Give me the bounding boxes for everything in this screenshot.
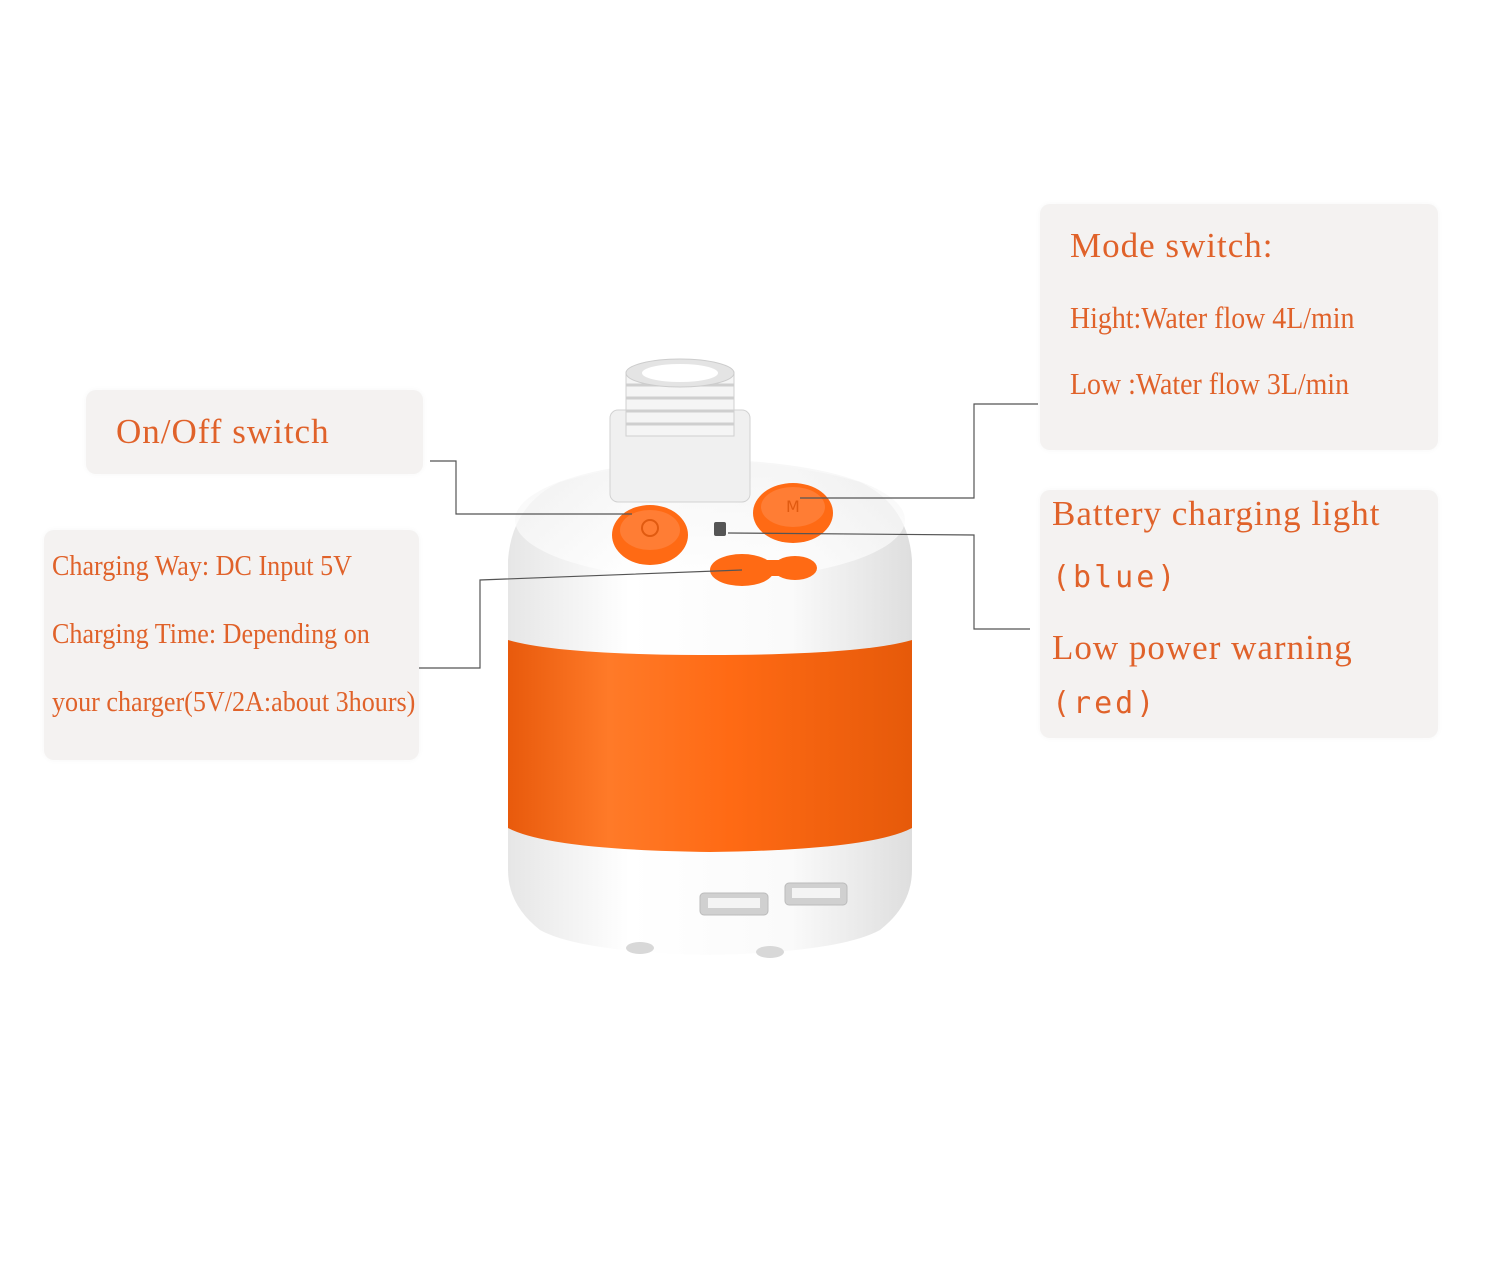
leader-charging [412,569,743,669]
charging-time-text: Charging Time: Depending on [52,618,370,650]
battery-charging-light-label: Battery charging light [1052,494,1381,533]
leader-lights [727,532,1030,630]
battery-charging-light-color: (blue) [1052,560,1179,595]
device-base [508,820,912,955]
power-button[interactable] [612,505,688,565]
charging-callout: Charging Way: DC Input 5V Charging Time:… [44,530,419,760]
charging-way-text: Charging Way: DC Input 5V [52,550,352,582]
mode-switch-title: Mode switch: [1070,226,1274,265]
charging-time-detail-text: your charger(5V/2A:about 3hours) [52,686,416,718]
mode-m-icon: M [786,497,800,516]
mode-high-text: Hight:Water flow 4L/min [1070,300,1355,335]
power-icon [641,519,659,537]
indicator-light [714,522,726,536]
indicator-lights-callout: Battery charging light (blue) Low power … [1040,490,1438,738]
leader-onoff [430,460,632,515]
onoff-label: On/Off switch [116,412,330,451]
leader-mode [800,403,1038,499]
low-power-warning-color: (red) [1052,686,1158,721]
low-power-warning-label: Low power warning [1052,628,1353,667]
mode-switch-callout: Mode switch: Hight:Water flow 4L/min Low… [1040,204,1438,450]
onoff-callout: On/Off switch [86,390,423,474]
mode-low-text: Low :Water flow 3L/min [1070,366,1350,401]
